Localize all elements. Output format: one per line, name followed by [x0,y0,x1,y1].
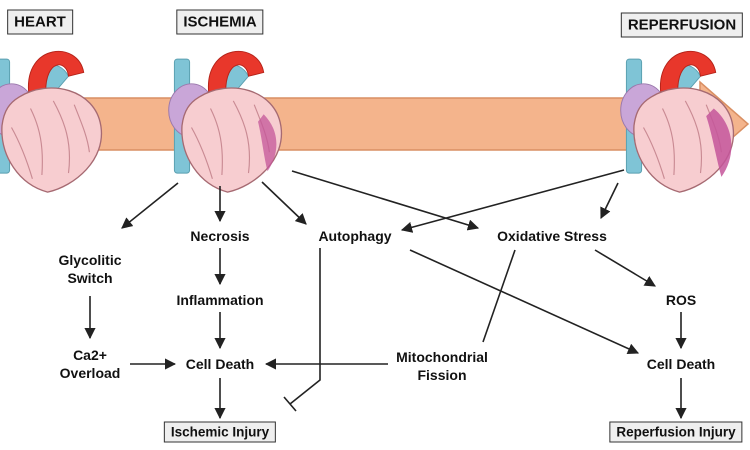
node-ros: ROS [665,292,697,308]
arrow-autophagy-to-reperfusion-celldeath [409,249,640,354]
node-mitochondrial-fission: Mitochondrial Fission [396,349,488,383]
heart-illustration-ischemia [168,50,283,193]
arrow-oxidative-to-ros [594,249,656,287]
node-ca-overload: Ca2+ Overload [59,347,121,381]
arrow-reperfusion-to-oxidative [600,182,619,220]
node-cell-death-ischemic: Cell Death [185,356,255,372]
inhibit-bar [283,396,297,412]
heart-illustration-reperfusion [620,50,735,193]
ischemic-region [258,114,277,172]
arrow-ischemia-to-oxidative [291,170,480,231]
inhibit-autophagy-to-ischemic-injury [289,248,321,405]
arrow-ischemia-to-glycolytic [121,182,179,229]
stage-label-heart: HEART [7,9,73,35]
arrow-ischemia-to-autophagy [261,181,307,225]
stage-label-ischemia: ISCHEMIA [176,9,264,35]
outcome-ischemic-injury: Ischemic Injury [163,421,277,443]
node-autophagy: Autophagy [318,228,392,244]
outcome-reperfusion-injury: Reperfusion Injury [609,421,743,443]
node-inflammation: Inflammation [176,292,264,308]
heart-illustration-normal [0,50,103,193]
node-necrosis: Necrosis [190,228,250,244]
arrow-reperfusion-to-autophagy [400,169,625,233]
node-glycolytic-switch: Glycolitic Switch [58,252,122,286]
line-oxidative-to-mito [482,249,516,343]
infarct-region [706,108,732,177]
stage-label-reperfusion: REPERFUSION [620,12,744,38]
node-oxidative-stress: Oxidative Stress [497,228,607,244]
node-cell-death-reperfusion: Cell Death [646,356,716,372]
